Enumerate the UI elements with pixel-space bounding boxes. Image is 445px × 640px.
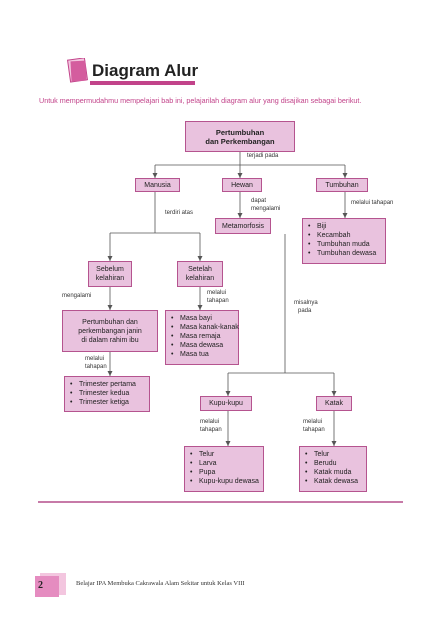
node-sebelum-line1: Sebelum xyxy=(96,266,124,273)
hewan-edge-label-1: dapat xyxy=(251,198,267,204)
tumbuhan-stage: Tumbuhan dewasa xyxy=(308,249,381,258)
tumbuhan-stages-list: Biji Kecambah Tumbuhan muda Tumbuhan dew… xyxy=(302,218,386,264)
hewan-edge-label-2: mengalami xyxy=(251,206,281,212)
title-underline xyxy=(90,81,195,85)
node-hewan: Hewan xyxy=(222,178,262,192)
katak-stage: Berudu xyxy=(305,459,362,468)
trimester-list: Trimester pertama Trimester kedua Trimes… xyxy=(64,376,150,412)
kupu-edge-label-2: tahapan xyxy=(200,427,222,433)
setelah-stage: Masa kanak-kanak xyxy=(171,323,239,332)
katak-stage: Katak dewasa xyxy=(305,477,362,486)
node-hewan-label: Hewan xyxy=(231,181,253,189)
root-edge-label: terjadi pada xyxy=(247,153,279,159)
katak-stage: Katak muda xyxy=(305,468,362,477)
node-metamorfosis: Metamorfosis xyxy=(215,218,271,234)
kupu-stage: Larva xyxy=(190,459,259,468)
root-node-line2: dan Perkembangan xyxy=(205,136,275,146)
janin-edge-label-1: melalui xyxy=(85,356,105,362)
node-tumbuhan: Tumbuhan xyxy=(316,178,368,192)
node-kupu-kupu: Kupu-kupu xyxy=(200,396,252,411)
root-node: Pertumbuhan dan Perkembangan xyxy=(185,121,295,152)
kupu-stages-list: Telur Larva Pupa Kupu-kupu dewasa xyxy=(184,446,264,492)
setelah-stages-list: Masa bayi Masa kanak-kanak Masa remaja M… xyxy=(165,310,239,365)
manusia-edge-label: terdiri atas xyxy=(165,210,194,216)
tumbuhan-edge-label: melalui tahapan xyxy=(351,200,394,206)
setelah-stage: Masa remaja xyxy=(171,332,234,341)
page-number: 2 xyxy=(38,580,43,591)
tumbuhan-stage: Kecambah xyxy=(308,231,381,240)
node-sebelum-line2: kelahiran xyxy=(95,275,125,282)
setelah-stage: Masa bayi xyxy=(171,314,234,323)
node-janin: Pertumbuhan dan perkembangan janin di da… xyxy=(62,310,158,352)
node-setelah-line2: kelahiran xyxy=(185,275,215,282)
node-tumbuhan-label: Tumbuhan xyxy=(325,181,359,189)
node-sebelum-kelahiran: Sebelum kelahiran xyxy=(88,261,132,287)
trimester-item: Trimester kedua xyxy=(70,389,145,398)
node-setelah-line1: Setelah xyxy=(188,266,212,273)
tumbuhan-stage: Tumbuhan muda xyxy=(308,240,381,249)
setelah-edge-label-1: melalui xyxy=(207,290,227,296)
metamorfosis-edge-label-1: misalnya xyxy=(294,300,318,306)
title-icon xyxy=(66,57,89,84)
intro-text: Untuk mempermudahmu mempelajari bab ini,… xyxy=(39,96,362,105)
node-janin-line2: perkembangan janin xyxy=(78,327,142,335)
page-number-badge xyxy=(35,573,68,597)
katak-edge-label-1: melalui xyxy=(303,419,323,425)
sebelum-edge-label: mengalami xyxy=(62,293,92,299)
metamorfosis-edge-label-2: pada xyxy=(298,308,312,314)
setelah-stage: Masa tua xyxy=(171,350,234,359)
kupu-edge-label-1: melalui xyxy=(200,419,220,425)
katak-edge-label-2: tahapan xyxy=(303,427,325,433)
node-setelah-kelahiran: Setelah kelahiran xyxy=(177,261,223,287)
node-kupu-label: Kupu-kupu xyxy=(209,400,243,407)
page-title: Diagram Alur xyxy=(92,61,199,80)
setelah-edge-label-2: tahapan xyxy=(207,298,229,304)
janin-edge-label-2: tahapan xyxy=(85,364,107,370)
node-janin-line1: Pertumbuhan dan xyxy=(82,318,138,326)
node-metamorfosis-label: Metamorfosis xyxy=(221,222,264,230)
trimester-item: Trimester pertama xyxy=(70,380,145,389)
node-katak-label: Katak xyxy=(325,400,343,407)
setelah-stage: Masa dewasa xyxy=(171,341,234,350)
node-manusia: Manusia xyxy=(135,178,180,192)
tumbuhan-stage: Biji xyxy=(308,222,381,231)
trimester-item: Trimester ketiga xyxy=(70,398,145,407)
kupu-stage: Pupa xyxy=(190,468,259,477)
katak-stage: Telur xyxy=(305,450,362,459)
node-katak: Katak xyxy=(316,396,352,411)
kupu-stage: Kupu-kupu dewasa xyxy=(190,477,259,486)
kupu-stage: Telur xyxy=(190,450,259,459)
section-divider xyxy=(38,501,403,503)
katak-stages-list: Telur Berudu Katak muda Katak dewasa xyxy=(299,446,367,492)
node-janin-line3: di dalam rahim ibu xyxy=(81,336,139,344)
node-manusia-label: Manusia xyxy=(144,181,171,189)
footer-text: Belajar IPA Membuka Cakrawala Alam Sekit… xyxy=(76,580,245,587)
root-node-line1: Pertumbuhan xyxy=(215,127,265,137)
